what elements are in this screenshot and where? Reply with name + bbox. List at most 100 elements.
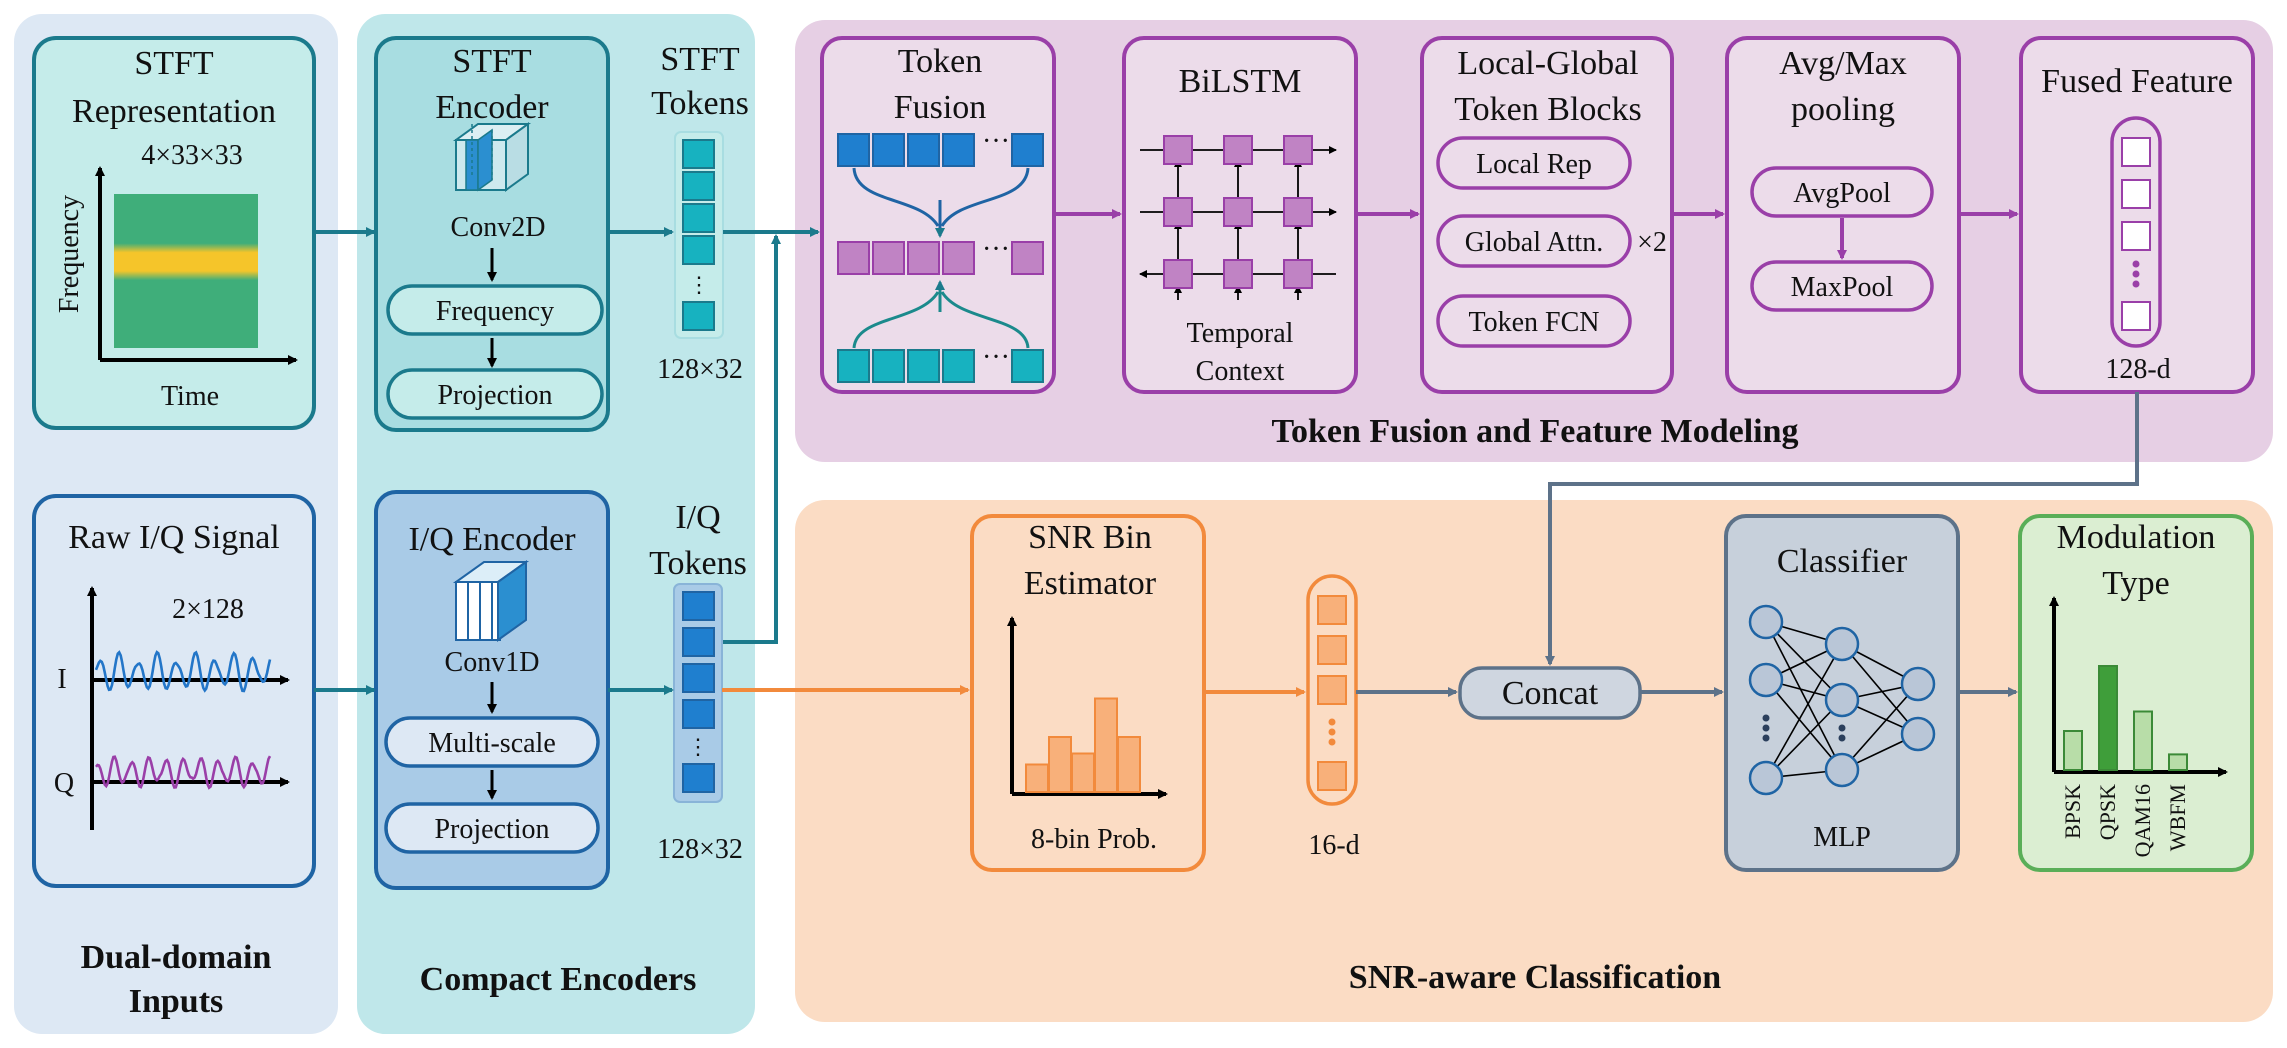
concat-label: Concat xyxy=(1502,675,1599,712)
inputs-panel-title-2: Inputs xyxy=(129,983,224,1020)
iq-multiscale-stage xyxy=(384,716,600,768)
modulation-title-2: Type xyxy=(2102,565,2170,602)
modulation-bars xyxy=(2063,665,2188,772)
arrow-fused-to-concat xyxy=(1545,392,2139,666)
bilstm-caption-2: Context xyxy=(1196,356,1285,387)
lstm-cell xyxy=(1283,259,1313,289)
lstm-cell xyxy=(1163,197,1193,227)
mlp-neuron xyxy=(1900,716,1936,752)
lstm-cell xyxy=(1163,259,1193,289)
modulation-prob-bar xyxy=(2133,710,2153,771)
modulation-prob-bar xyxy=(2063,730,2083,771)
snr-bin-bar xyxy=(1071,752,1095,793)
iq-tokens-shape: 128×32 xyxy=(657,834,743,865)
local-rep-block xyxy=(1436,136,1632,190)
iq-tokens: I/Q Tokens ⋮ 128×32 xyxy=(649,499,747,865)
i-waveform xyxy=(94,650,272,693)
avgpool-label: AvgPool xyxy=(1793,178,1891,209)
iq-encoder-title: I/Q Encoder xyxy=(408,521,576,558)
fusion-row-top: ··· xyxy=(837,126,1044,167)
snr-bin-bar xyxy=(1094,697,1118,793)
stft-rep-title-2: Representation xyxy=(72,93,276,130)
snr-estimator-title-2: Estimator xyxy=(1024,565,1157,602)
stft-token xyxy=(682,235,715,265)
snr-vector-cell xyxy=(1317,595,1347,625)
bilstm-box: BiLSTM Temporal Context xyxy=(1122,36,1358,394)
spectrogram-image xyxy=(114,194,258,348)
iq-projection-label: Projection xyxy=(434,814,549,845)
fused-feature-dim: 128-d xyxy=(2105,354,2170,385)
pooling-box: Avg/Max pooling AvgPool MaxPool xyxy=(1725,36,1961,394)
mlp-neuron xyxy=(1824,752,1860,788)
q-waveform xyxy=(95,755,272,790)
modulation-prob-bar xyxy=(2168,753,2188,772)
maxpool-block xyxy=(1750,260,1934,312)
stft-tokens-title: STFT xyxy=(660,41,740,78)
classifier-title: Classifier xyxy=(1777,543,1908,580)
lstm-cell xyxy=(1223,259,1253,289)
stft-projection-stage xyxy=(386,368,604,420)
stft-tokens: STFT Tokens ⋮ 128×32 xyxy=(651,41,749,385)
snr-bin-bar xyxy=(1117,736,1141,793)
modulation-class-label: WBFM xyxy=(2165,784,2190,851)
bilstm-caption: Temporal xyxy=(1187,318,1294,349)
snr-vector-dim: 16-d xyxy=(1308,830,1359,861)
lstm-cell xyxy=(1283,197,1313,227)
conv1d-label: Conv1D xyxy=(445,647,540,678)
snr-vector-cell xyxy=(1317,761,1347,791)
snr-estimator-caption: 8-bin Prob. xyxy=(1031,824,1157,855)
fusion-row-bottom: ··· xyxy=(837,342,1044,383)
iq-tokens-title: I/Q xyxy=(675,499,720,536)
snr-vector: 16-d xyxy=(1306,574,1360,861)
snr-bars xyxy=(1025,697,1141,793)
snr-bin-bar xyxy=(1025,763,1049,793)
feature-cell xyxy=(2121,221,2151,251)
stft-x-axis-label: Time xyxy=(161,381,219,412)
stft-token-ellipsis: ⋮ xyxy=(688,272,710,297)
snr-vector-cell xyxy=(1317,635,1347,665)
stft-y-axis-label: Frequency xyxy=(54,195,85,313)
stft-token xyxy=(682,301,715,331)
local-global-box: Local-Global Token Blocks Local Rep Glob… xyxy=(1420,36,1674,394)
fusion-top-ellipsis: ··· xyxy=(982,126,1010,157)
lstm-cell xyxy=(1223,135,1253,165)
iq-token xyxy=(682,663,715,693)
stft-frequency-stage xyxy=(386,284,604,336)
raw-iq-title: Raw I/Q Signal xyxy=(68,519,280,556)
stft-token xyxy=(682,203,715,233)
local-global-title: Local-Global xyxy=(1457,45,1638,82)
lstm-cell xyxy=(1223,197,1253,227)
raw-iq-shape: 2×128 xyxy=(172,594,244,625)
conv2d-label: Conv2D xyxy=(451,212,546,243)
stft-rep-shape: 4×33×33 xyxy=(141,140,243,171)
snr-bin-bar xyxy=(1048,736,1072,793)
iq-token xyxy=(682,627,715,657)
modulation-prob-bar xyxy=(2098,665,2118,771)
conv2d-cube-icon xyxy=(452,122,532,192)
global-attn-label: Global Attn. xyxy=(1465,227,1603,258)
mlp-neuron xyxy=(1824,682,1860,718)
snr-panel-title: SNR-aware Classification xyxy=(1349,959,1721,996)
feature-cell xyxy=(2121,137,2151,167)
classifier-caption: MLP xyxy=(1813,822,1871,853)
stft-encoder-box: STFT Encoder Conv2D Frequency Projection xyxy=(374,36,610,432)
local-global-title-2: Token Blocks xyxy=(1454,91,1641,128)
snr-estimator-title: SNR Bin xyxy=(1028,519,1152,556)
avgpool-block xyxy=(1750,166,1934,218)
global-attn-block xyxy=(1436,214,1632,268)
lstm-cell xyxy=(1283,135,1313,165)
iq-encoder-box: I/Q Encoder Conv1D Multi-scale Projectio… xyxy=(374,490,610,890)
stft-encoder-title-2: Encoder xyxy=(435,89,549,126)
pooling-title: Avg/Max xyxy=(1779,45,1907,82)
inputs-panel-title: Dual-domain xyxy=(81,939,272,976)
lstm-cell xyxy=(1163,135,1193,165)
stft-token xyxy=(682,171,715,201)
repeat-label: ×2 xyxy=(1637,227,1667,258)
arrow-iq-tokens-to-fusion xyxy=(723,234,781,644)
feature-cell xyxy=(2121,179,2151,209)
stft-frequency-label: Frequency xyxy=(436,296,554,327)
stft-tokens-title-2: Tokens xyxy=(651,85,749,122)
modulation-class-label: QAM16 xyxy=(2130,784,2155,857)
feature-cell xyxy=(2121,301,2151,331)
